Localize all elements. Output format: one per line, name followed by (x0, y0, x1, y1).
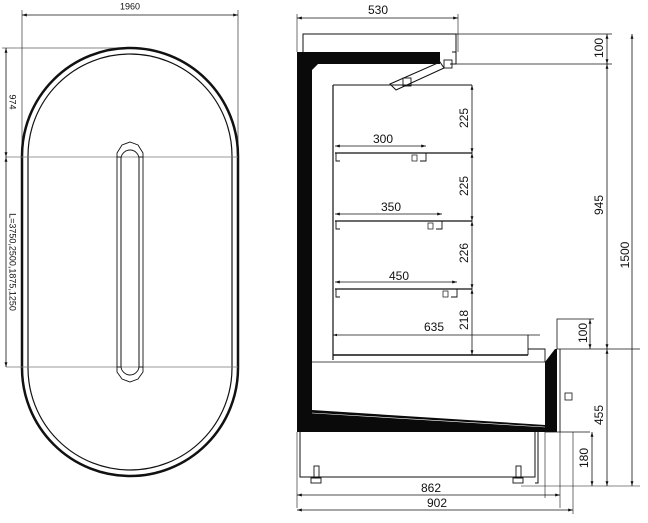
dim-shelf-depth-1: 300 (372, 132, 394, 146)
shelf-2 (335, 212, 472, 230)
dim-top-width: 1960 (119, 1, 141, 12)
dim-top-depth: 530 (367, 3, 389, 17)
dim-total-height: 1500 (618, 241, 632, 269)
side-view-section (296, 14, 640, 514)
dim-front-riser: 100 (576, 322, 590, 344)
dim-upper-height: 945 (592, 194, 606, 216)
shelf-1 (335, 144, 472, 162)
dim-shelf-spacing-3: 226 (457, 242, 471, 264)
shelf-3 (335, 280, 472, 298)
base-cabinet (296, 432, 640, 508)
dim-shelf-spacing-2: 225 (457, 175, 471, 197)
dim-inner-depth: 862 (420, 481, 442, 495)
dim-shelf-spacing-4: 218 (457, 309, 471, 331)
dim-shelf-depth-2: 350 (380, 200, 402, 214)
dim-base-height: 455 (592, 404, 606, 426)
dim-length-options: L=3750,2500,1875,1250 (7, 213, 18, 311)
dim-end-radius: 974 (7, 94, 18, 110)
dim-leg-height: 180 (577, 447, 591, 469)
dim-shelf-depth-3: 450 (388, 269, 410, 283)
dim-canopy-height: 100 (592, 37, 606, 59)
center-slot (116, 141, 144, 383)
dim-base-deck-depth: 635 (423, 320, 445, 334)
top-view-plan (2, 10, 240, 478)
dim-shelf-spacing-1: 225 (457, 107, 471, 129)
dim-total-depth: 902 (426, 496, 448, 510)
base-deck (312, 333, 546, 363)
